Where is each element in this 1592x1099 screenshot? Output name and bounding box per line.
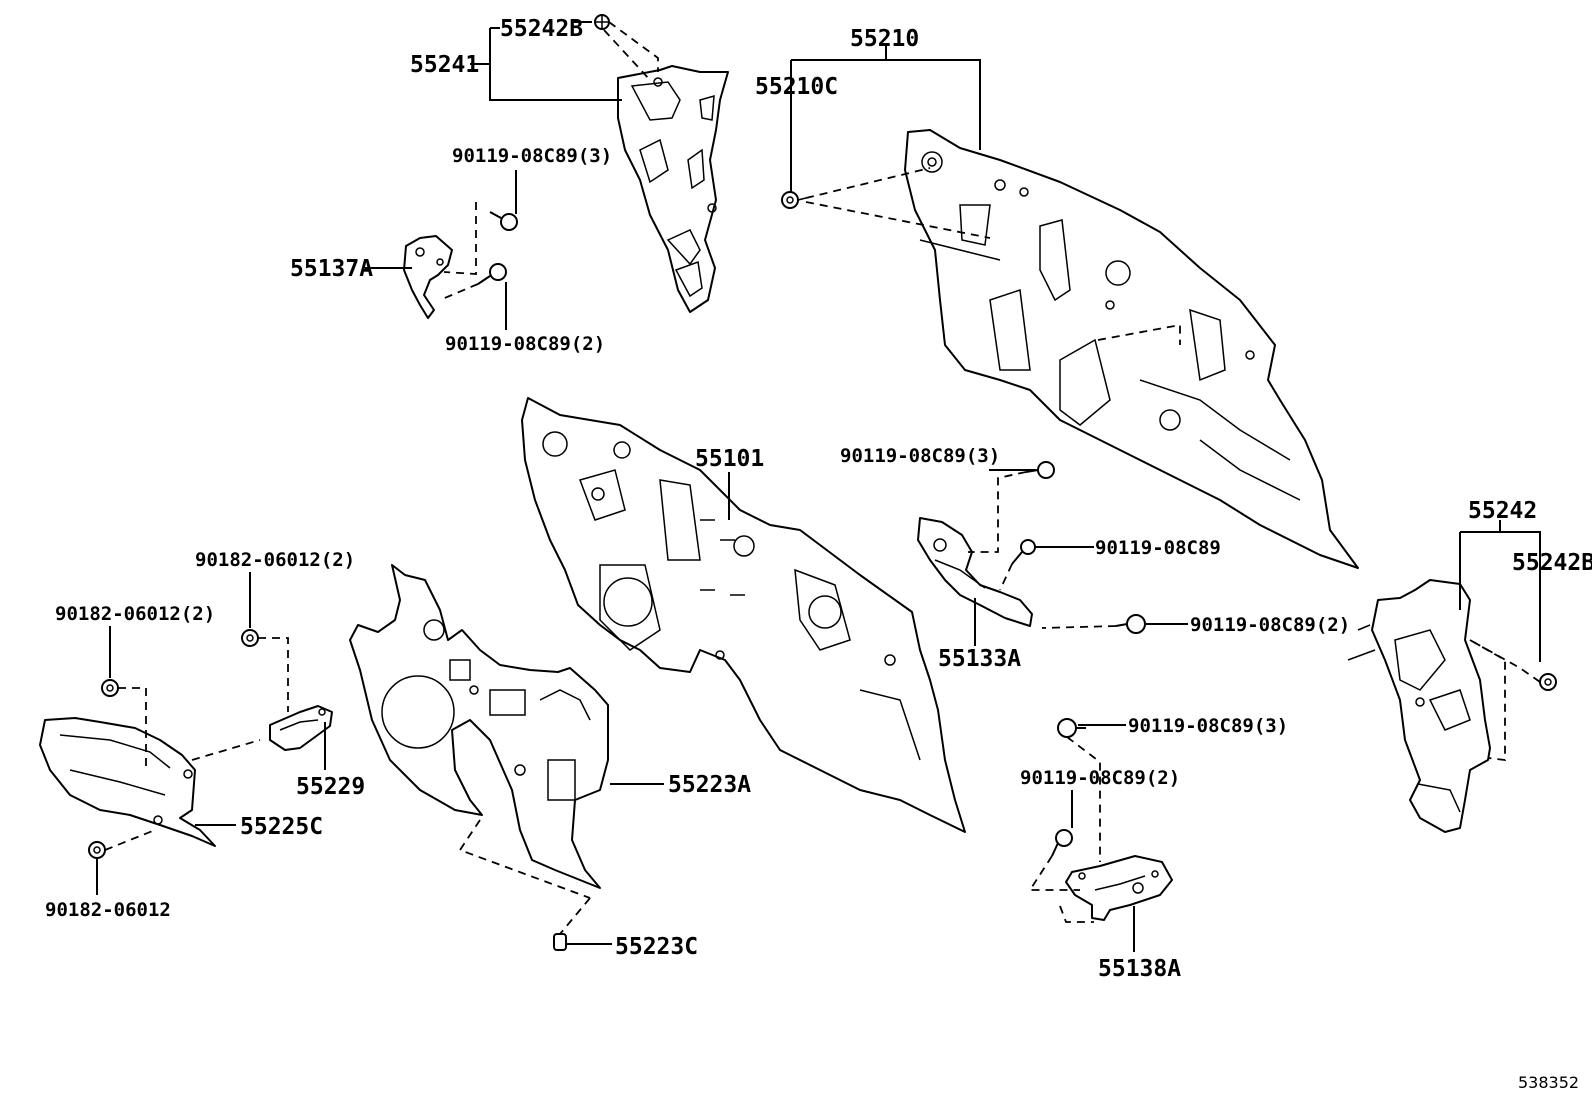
nut-90182-2b — [101, 679, 119, 697]
label-90119-3a: 90119-08C89(3) — [452, 145, 612, 167]
label-90182: 90182-06012 — [45, 899, 171, 921]
part-labels: 55242B 55241 55210 55210C 90119-08C89(3)… — [45, 16, 1592, 1092]
clip-55223C — [553, 933, 567, 951]
nut-90182 — [88, 841, 106, 859]
clip-55242B-top — [594, 14, 610, 30]
label-90119-2b: 90119-08C89(2) — [1190, 614, 1350, 636]
label-55210: 55210 — [850, 26, 919, 52]
label-90119-3c: 90119-08C89(3) — [1128, 715, 1288, 737]
figure-number: 538352 — [1518, 1073, 1579, 1092]
part-55223A-drawing — [349, 564, 609, 889]
label-55242: 55242 — [1468, 498, 1537, 524]
bolt-90119 — [1011, 539, 1036, 565]
label-90182-2b: 90182-06012(2) — [55, 603, 215, 625]
label-90119-3b: 90119-08C89(3) — [840, 445, 1000, 467]
label-55133A: 55133A — [938, 646, 1021, 672]
part-55241-drawing — [617, 65, 729, 313]
clip-55242B-right — [1539, 673, 1557, 691]
part-55101-drawing — [521, 397, 966, 833]
clip-55210C — [781, 191, 807, 209]
bolt-90119-2a — [477, 263, 507, 285]
assembly-dashed-lines — [104, 21, 1541, 935]
label-55101: 55101 — [695, 446, 764, 472]
leader-lines — [96, 21, 1541, 952]
label-90119: 90119-08C89 — [1095, 537, 1221, 559]
nut-90182-2a — [241, 629, 259, 647]
part-55225C-drawing — [39, 717, 216, 847]
label-55210C: 55210C — [755, 74, 838, 100]
label-90119-2c: 90119-08C89(2) — [1020, 767, 1180, 789]
label-55229: 55229 — [296, 774, 365, 800]
label-55241: 55241 — [410, 52, 479, 78]
label-55225C: 55225C — [240, 814, 323, 840]
part-55242-drawing — [1347, 579, 1491, 833]
bolt-90119-3a — [489, 211, 518, 231]
bolt-90119-2b — [1115, 614, 1146, 634]
part-55133A-drawing — [917, 517, 1033, 627]
label-55242B-top: 55242B — [500, 16, 583, 42]
label-55242B-right: 55242B — [1512, 550, 1592, 576]
bolt-90119-2c — [1051, 829, 1073, 857]
label-55223A: 55223A — [668, 772, 751, 798]
part-55210-drawing — [904, 129, 1359, 569]
label-90119-2a: 90119-08C89(2) — [445, 333, 605, 355]
label-55137A: 55137A — [290, 256, 373, 282]
part-55138A-drawing — [1065, 855, 1173, 921]
part-55229-drawing — [269, 705, 333, 751]
part-55137A-drawing — [403, 235, 453, 319]
label-55138A: 55138A — [1098, 956, 1181, 982]
label-90182-2a: 90182-06012(2) — [195, 549, 355, 571]
bolt-90119-3c — [1057, 718, 1086, 738]
label-55223C: 55223C — [615, 934, 698, 960]
